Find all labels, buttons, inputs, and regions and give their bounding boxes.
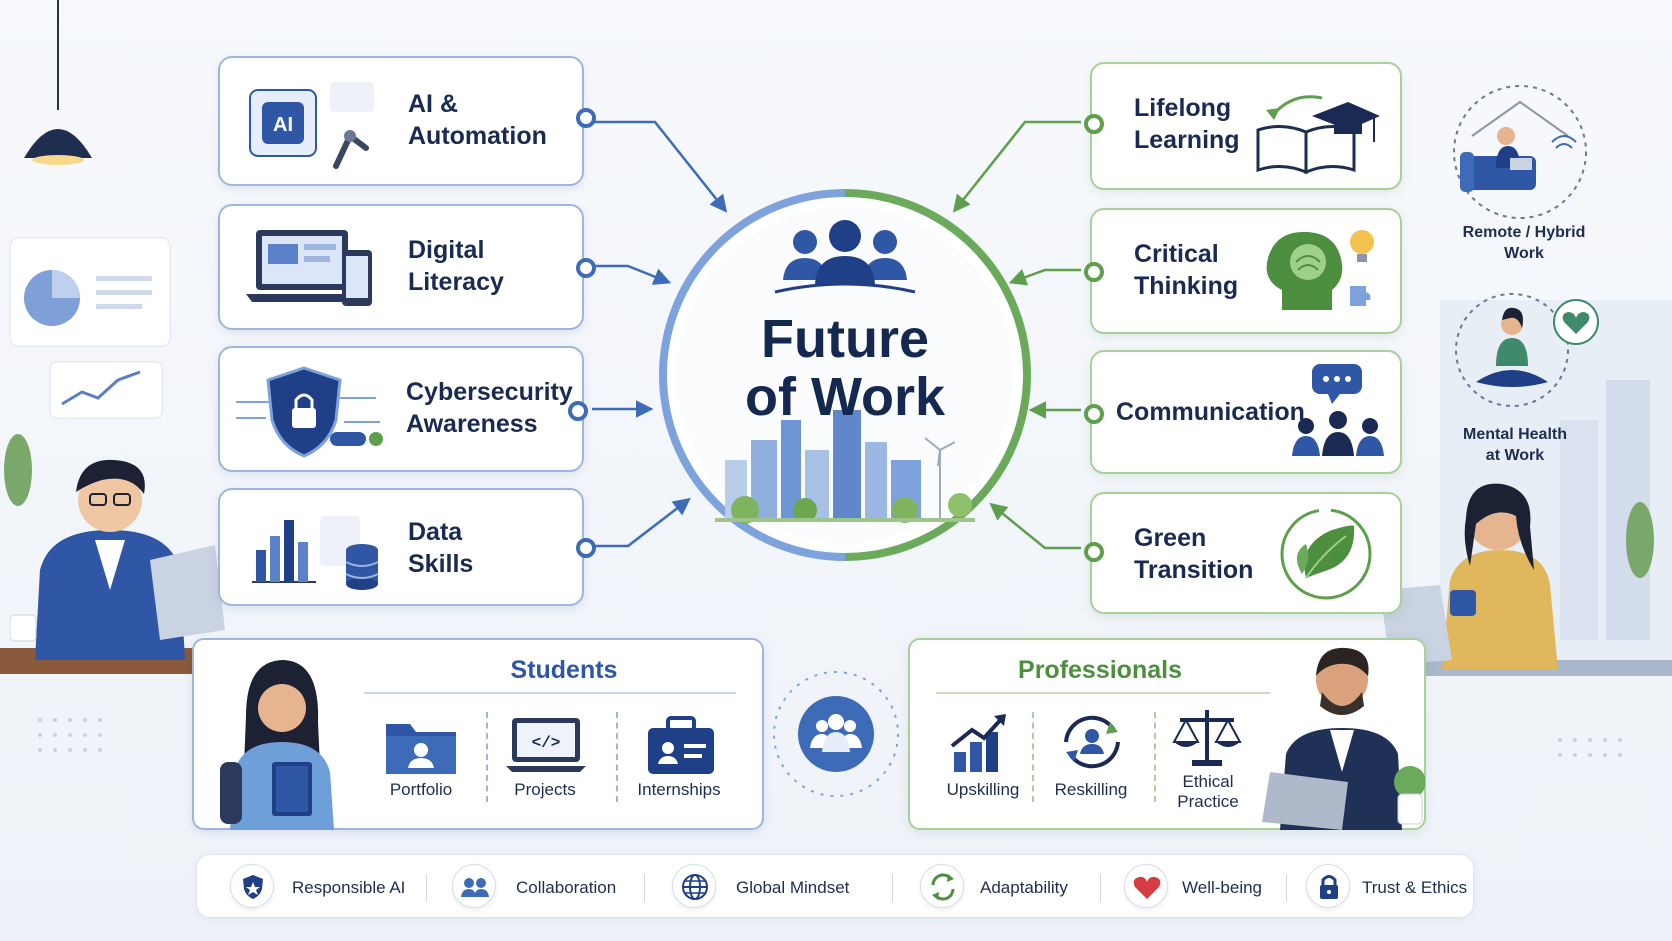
students-panel: Students Portfolio </> Projects	[192, 638, 764, 830]
value-trust-ethics: Trust & Ethics	[1362, 878, 1468, 897]
value-global-mindset: Global Mindset	[736, 878, 850, 897]
hub-ring	[659, 189, 1031, 561]
shield-lock-icon	[236, 366, 383, 458]
man-at-laptop-illustration	[10, 459, 225, 660]
title-underline	[364, 692, 736, 694]
city-skyline-icon	[715, 410, 975, 524]
cycle-person-icon	[1064, 715, 1120, 769]
topic-card-ai-automation[interactable]: AI AI & Automation	[218, 56, 596, 186]
side-note-remote-work: Remote / Hybrid Work	[1462, 224, 1586, 262]
divider	[1100, 874, 1101, 902]
connector-node	[576, 258, 596, 278]
team-icon	[774, 220, 916, 294]
value-icon-adaptability	[920, 864, 964, 908]
topic-card-green-transition[interactable]: Green Transition	[1084, 492, 1402, 614]
topic-card-communication[interactable]: Communication	[1084, 350, 1402, 474]
divider	[1154, 712, 1156, 802]
connector-node	[576, 108, 596, 128]
divider	[892, 874, 893, 902]
value-icon-collaboration	[452, 864, 496, 908]
value-icon-trust-ethics	[1306, 864, 1350, 908]
topic-card-critical-thinking[interactable]: Critical Thinking	[1084, 208, 1402, 334]
item-label: Ethical Practice	[1177, 772, 1239, 811]
divider	[486, 712, 488, 802]
values-bar	[196, 854, 1474, 918]
item-label: Reskilling	[1054, 780, 1128, 799]
meditation-heart-icon	[1455, 293, 1599, 407]
side-note-mental-health: Mental Health at Work	[1462, 426, 1567, 464]
book-graduation-cap-icon	[1256, 95, 1380, 175]
padlock-icon	[1320, 875, 1338, 899]
divider	[426, 874, 427, 902]
growth-chart-icon	[950, 714, 1006, 772]
value-icon-responsible-ai	[230, 864, 274, 908]
laptop-devices-icon	[246, 230, 372, 306]
connector-node	[568, 401, 588, 421]
connector-node	[1084, 262, 1104, 282]
ai-chip-icon: AI	[249, 82, 374, 169]
divider	[1032, 712, 1034, 802]
topic-label: Cybersecurity Awareness	[406, 378, 573, 438]
students-title: Students	[510, 656, 618, 684]
speech-bubble-people-icon	[1292, 364, 1384, 456]
title-underline	[936, 692, 1270, 694]
refresh-arrows-icon	[931, 873, 955, 901]
student-illustration	[220, 660, 334, 830]
folder-profile-icon	[386, 724, 456, 774]
divider	[616, 712, 618, 802]
code-monitor-icon: </>	[506, 718, 586, 772]
connector-node	[576, 538, 596, 558]
value-icon-global-mindset	[672, 864, 716, 908]
value-responsible-ai: Responsible AI	[292, 878, 406, 897]
item-label: Internships	[637, 780, 721, 799]
divider	[1286, 874, 1287, 902]
group-icon	[810, 714, 862, 752]
divider	[644, 874, 645, 902]
connector-node	[1084, 404, 1104, 424]
group-icon	[461, 878, 489, 897]
item-label: Upskilling	[946, 780, 1020, 799]
topic-card-lifelong-learning[interactable]: Lifelong Learning	[1084, 62, 1402, 190]
topic-label: Data Skills	[408, 518, 474, 578]
topic-card-data-skills[interactable]: Data Skills	[218, 488, 596, 606]
connector-node	[1084, 542, 1104, 562]
scales-icon	[1172, 710, 1242, 766]
hub-title: Future of Work	[745, 309, 945, 427]
topic-card-cybersecurity[interactable]: Cybersecurity Awareness	[218, 346, 588, 472]
topic-label: Communication	[1116, 398, 1305, 426]
topic-card-digital-literacy[interactable]: Digital Literacy	[218, 204, 596, 330]
globe-icon	[682, 874, 708, 900]
community-link	[773, 671, 899, 797]
topic-label: AI & Automation	[408, 90, 547, 150]
bar-chart-database-icon	[252, 516, 379, 590]
svg-text:</>: </>	[532, 734, 561, 752]
value-icon-well-being	[1124, 864, 1168, 908]
heart-icon	[1133, 876, 1161, 899]
topic-label: Critical Thinking	[1134, 240, 1239, 300]
value-collaboration: Collaboration	[516, 878, 617, 897]
item-label: Portfolio	[389, 780, 453, 799]
professionals-title: Professionals	[1018, 656, 1182, 684]
home-office-icon	[1453, 85, 1587, 219]
topic-label: Lifelong Learning	[1134, 94, 1240, 154]
svg-text:AI: AI	[273, 114, 293, 136]
topic-label: Digital Literacy	[408, 236, 504, 296]
value-adaptability: Adaptability	[980, 878, 1068, 897]
briefcase-badge-icon	[648, 716, 714, 774]
professional-illustration	[1262, 647, 1425, 830]
topic-label: Green Transition	[1134, 524, 1254, 584]
brain-lightbulb-icon	[1266, 230, 1374, 310]
professionals-panel: Professionals Upskilling Reskilling	[908, 638, 1426, 830]
item-label: Projects	[514, 780, 576, 799]
value-well-being: Well-being	[1182, 878, 1263, 897]
connector-node	[1084, 114, 1104, 134]
shield-star-icon	[243, 875, 263, 899]
leaf-icon	[1280, 508, 1372, 600]
